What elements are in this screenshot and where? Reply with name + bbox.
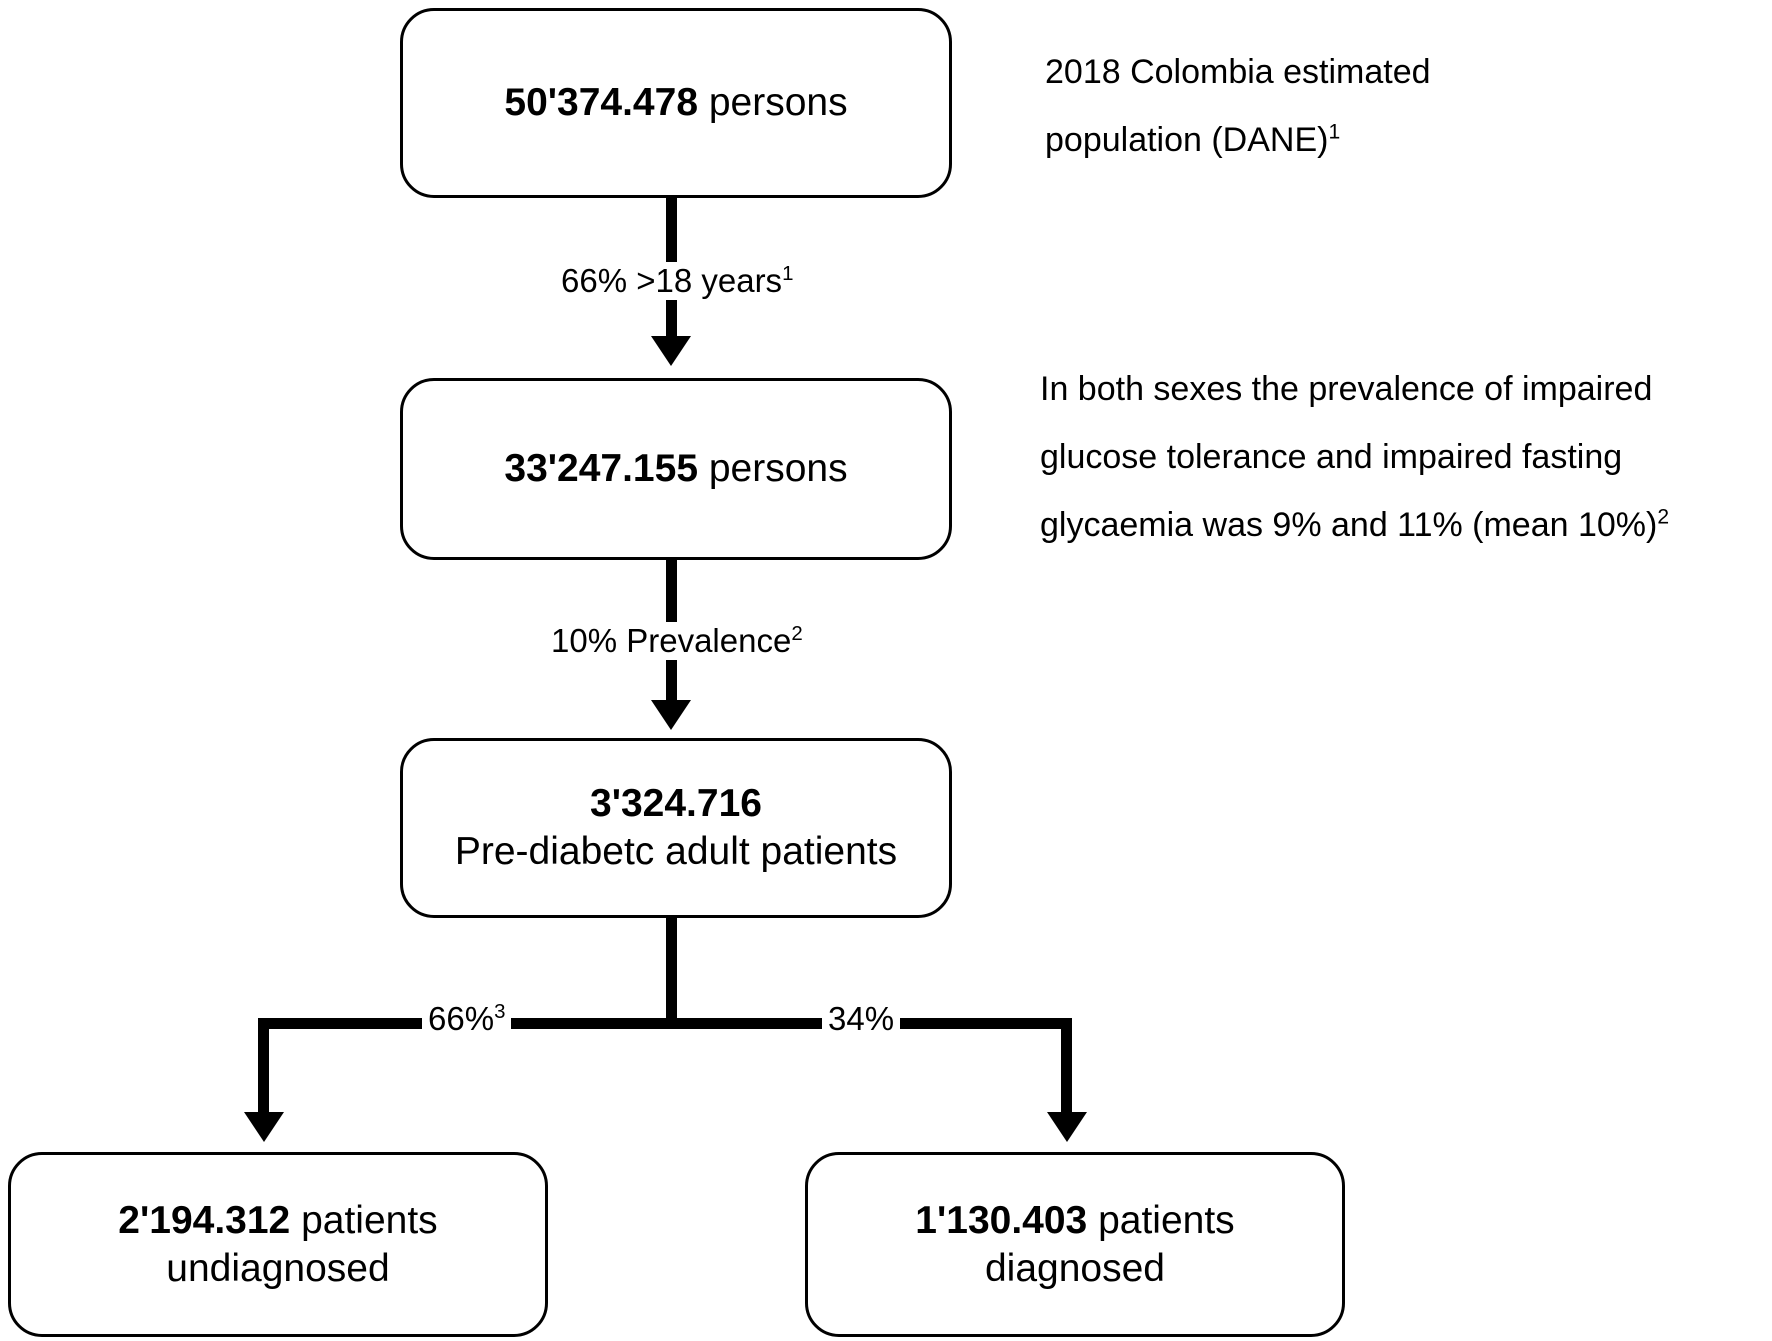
node-total-population: 50'374.478 persons (400, 8, 952, 198)
annotation-population-source-line-2: population (DANE)1 (1045, 120, 1341, 159)
edge-label-undiagnosed-share: 66%3 (422, 1000, 512, 1038)
arrowhead-total-to-adult (651, 336, 691, 366)
connector-split-horizontal (258, 1018, 1072, 1029)
node-total-population-label: persons (698, 81, 848, 125)
node-diagnosed-patients-label: patients (1087, 1198, 1235, 1242)
edge-label-prevalence: 10% Prevalence2 (545, 622, 809, 660)
node-undiagnosed-patients-label: patients (290, 1198, 438, 1242)
node-prediabetic-patients-label: Pre-diabetc adult patients (454, 830, 898, 873)
node-undiagnosed-patients-line2: undiagnosed (166, 1246, 390, 1290)
node-diagnosed-patients: 1'130.403 patients diagnosed (805, 1152, 1345, 1337)
annotation-population-source-superscript: 1 (1328, 120, 1341, 144)
annotation-population-source: 2018 Colombia estimated population (DANE… (1045, 38, 1431, 174)
edge-label-age-filter: 66% >18 years1 (555, 262, 800, 300)
node-total-population-number: 50'374.478 (504, 81, 699, 125)
annotation-prevalence-source-line-1: In both sexes the prevalence of impaired (1040, 370, 1653, 408)
connector-branch-undiagnosed (258, 1018, 269, 1122)
edge-label-diagnosed-share: 34% (822, 1000, 901, 1038)
connector-prediabetic-stem (666, 918, 677, 1023)
connector-branch-diagnosed (1061, 1018, 1072, 1122)
node-diagnosed-patients-text: 1'130.403 patients diagnosed (901, 1197, 1248, 1292)
node-prediabetic-patients-text: 3'324.716 Pre-diabetc adult patients (441, 780, 911, 875)
node-adult-population: 33'247.155 persons (400, 378, 952, 560)
arrowhead-undiagnosed (244, 1112, 284, 1142)
arrowhead-adult-to-prediabetic (651, 700, 691, 730)
edge-label-prevalence-superscript: 2 (791, 622, 803, 645)
annotation-prevalence-source-line-3: glycaemia was 9% and 11% (mean 10%)2 (1040, 505, 1670, 544)
node-undiagnosed-patients: 2'194.312 patients undiagnosed (8, 1152, 548, 1337)
annotation-population-source-line-1: 2018 Colombia estimated (1045, 53, 1431, 91)
node-adult-population-text: 33'247.155 persons (490, 445, 861, 493)
node-prediabetic-patients: 3'324.716 Pre-diabetc adult patients (400, 738, 952, 918)
edge-label-age-filter-superscript: 1 (782, 262, 794, 285)
node-adult-population-label: persons (698, 447, 848, 491)
node-undiagnosed-patients-text: 2'194.312 patients undiagnosed (104, 1197, 451, 1292)
node-total-population-text: 50'374.478 persons (490, 79, 861, 127)
node-undiagnosed-patients-number: 2'194.312 (118, 1198, 291, 1242)
annotation-prevalence-source-line-2: glucose tolerance and impaired fasting (1040, 438, 1623, 476)
node-diagnosed-patients-number: 1'130.403 (915, 1198, 1088, 1242)
edge-label-undiagnosed-share-superscript: 3 (494, 1000, 506, 1023)
arrowhead-diagnosed (1047, 1112, 1087, 1142)
node-diagnosed-patients-line2: diagnosed (984, 1246, 1165, 1290)
annotation-prevalence-source-superscript: 2 (1657, 505, 1670, 529)
node-adult-population-number: 33'247.155 (504, 447, 699, 491)
annotation-prevalence-source: In both sexes the prevalence of impaired… (1040, 355, 1669, 559)
node-prediabetic-patients-number: 3'324.716 (590, 782, 762, 826)
